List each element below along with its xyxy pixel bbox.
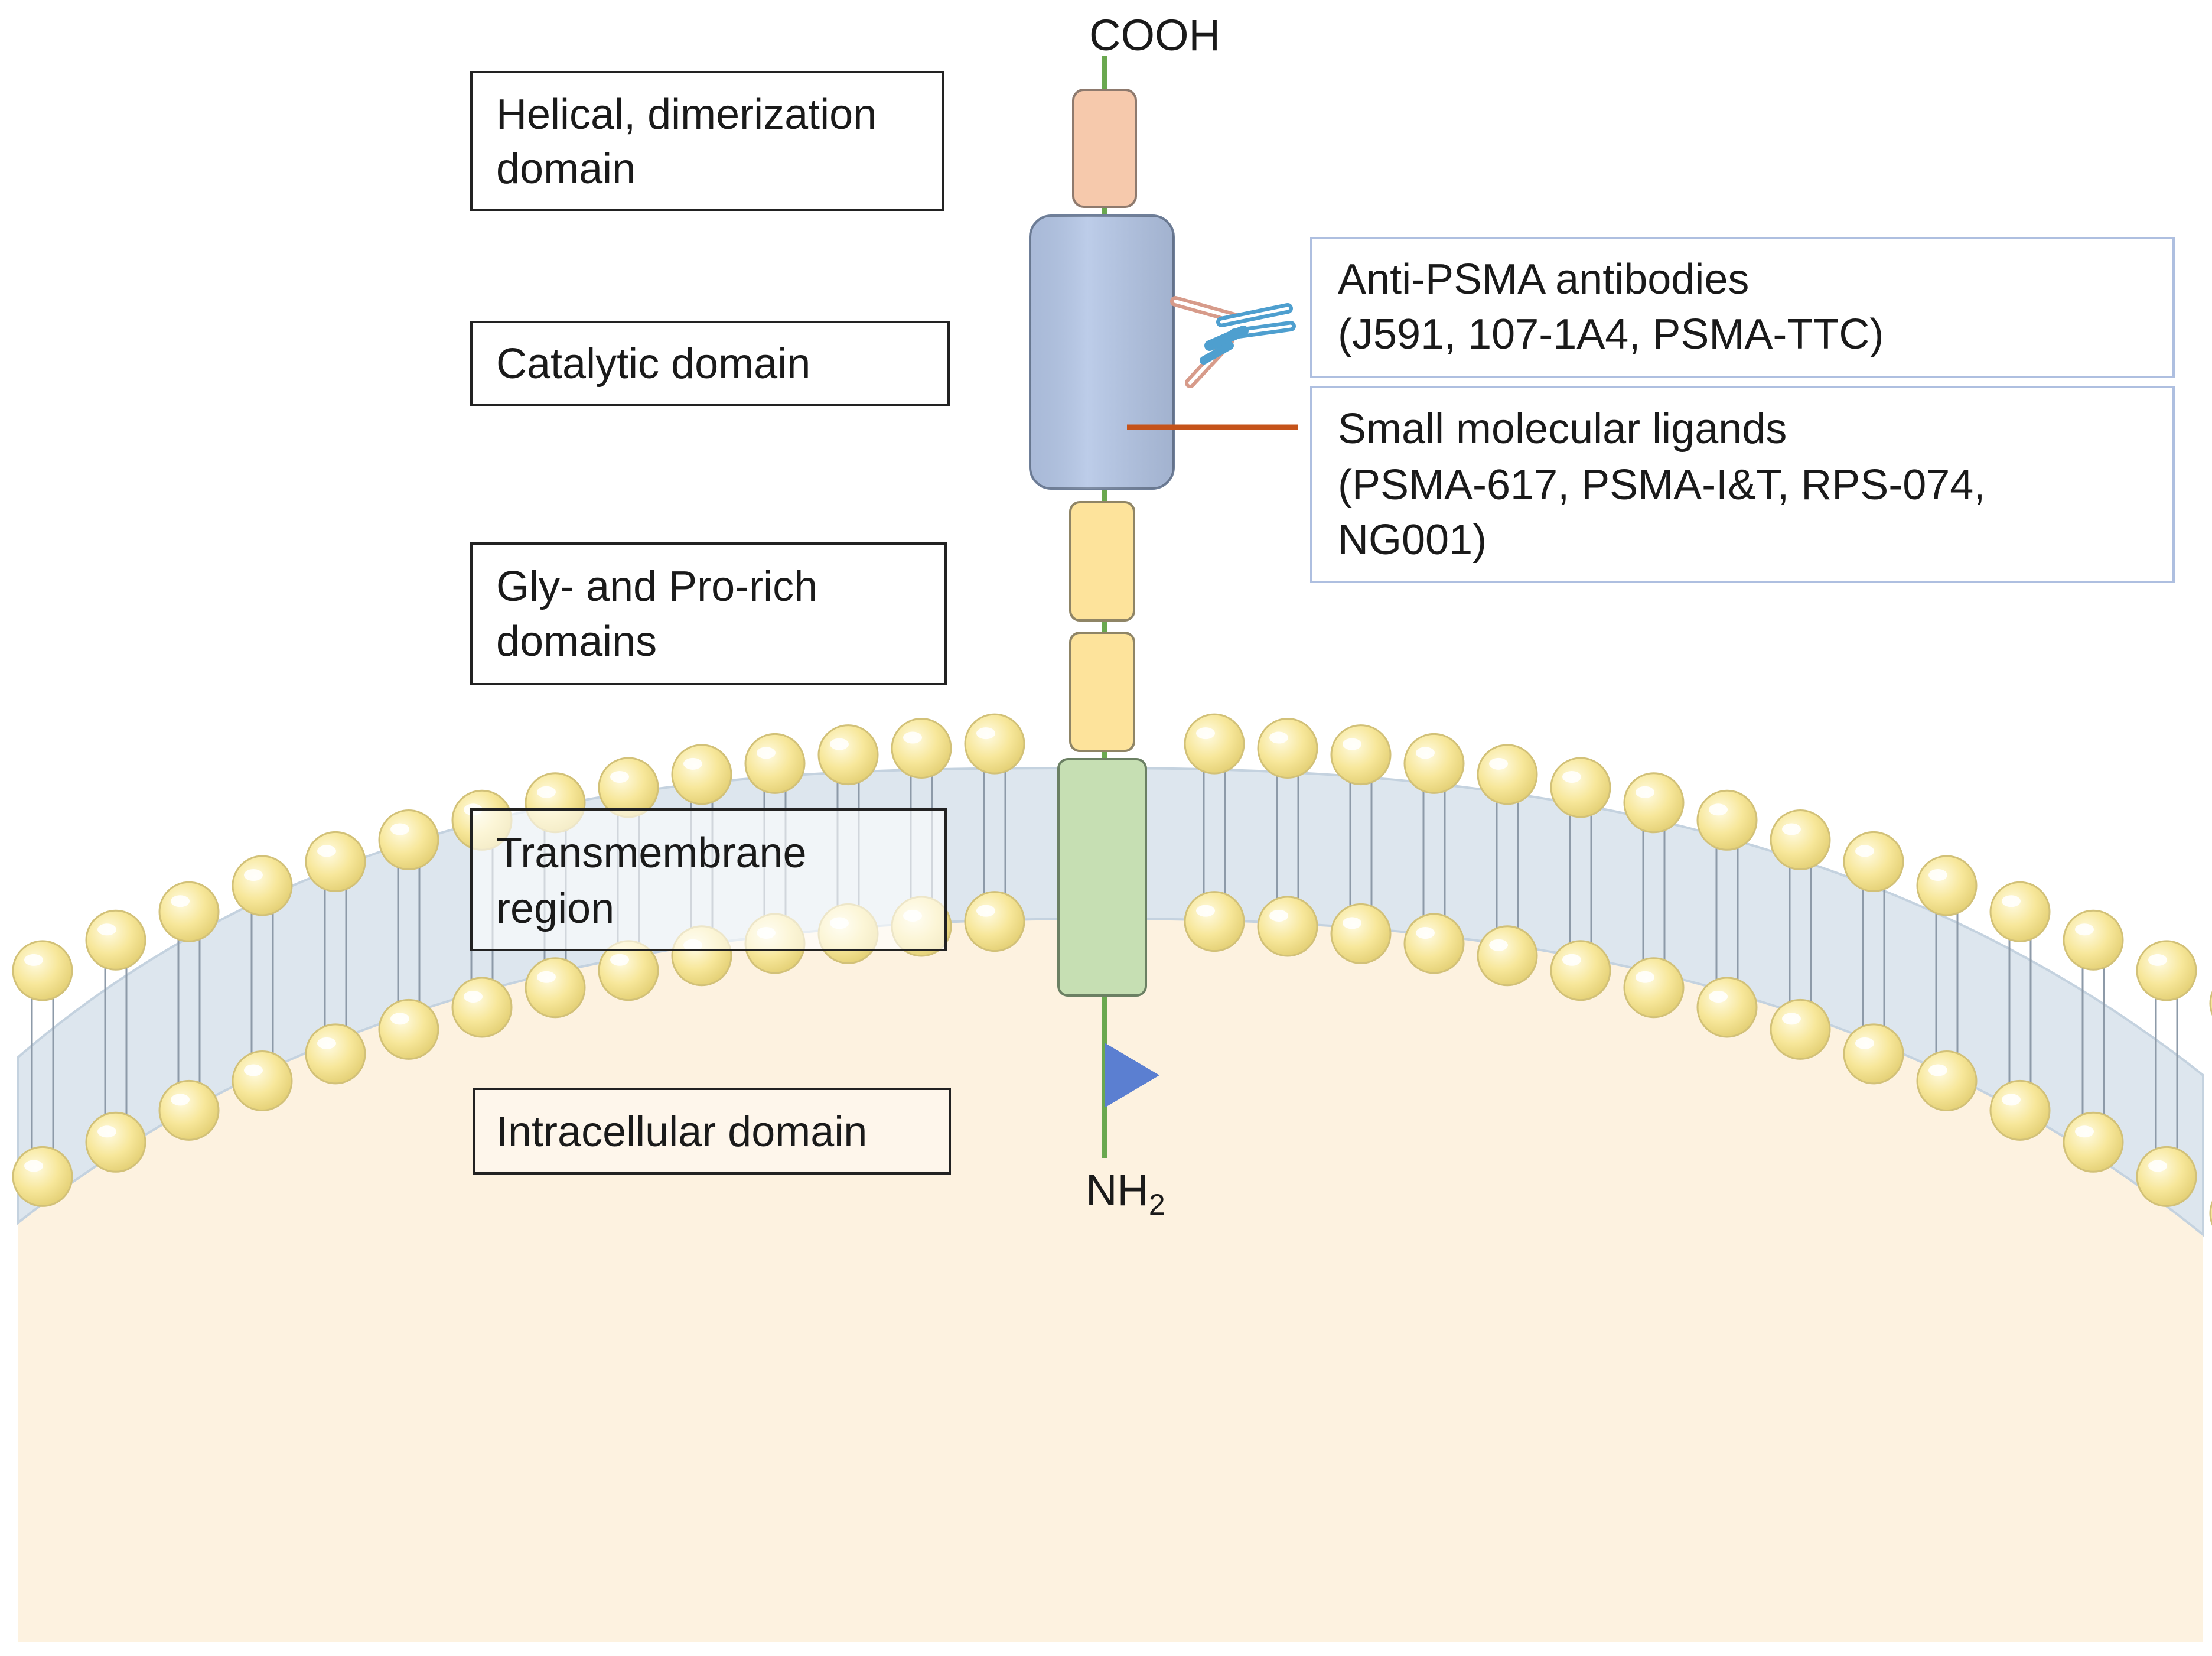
lipid-head: [451, 977, 513, 1038]
lipid-head: [1403, 913, 1465, 974]
cytoplasm: [18, 818, 2203, 1642]
helical-label-box: Helical, dimerization domain: [470, 71, 944, 211]
intracellular-label: Intracellular domain: [496, 1108, 867, 1156]
lipid-head: [1696, 977, 1758, 1038]
lipid-head: [964, 891, 1025, 952]
lipid-head: [305, 1023, 366, 1085]
lipid-head: [1550, 940, 1611, 1001]
catalytic-label-box: Catalytic domain: [470, 321, 950, 406]
lipid-head: [232, 1050, 293, 1112]
lipid-head: [598, 757, 659, 818]
transmembrane-label-box: Transmembrane region: [470, 808, 947, 951]
lipid-head: [525, 957, 586, 1019]
lipid-head: [1916, 855, 1978, 916]
antibodies-label-line2: (J591, 107-1A4, PSMA-TTC): [1338, 311, 1884, 358]
helical-label-line1: Helical, dimerization: [496, 91, 877, 138]
glypro-label-box: Gly- and Pro-rich domains: [470, 542, 947, 685]
lipid-head: [2136, 1146, 2197, 1207]
lipid-head: [671, 744, 732, 805]
nh2-subscript: 2: [1149, 1188, 1165, 1221]
lipid-head: [1989, 881, 2051, 942]
lipid-head: [964, 713, 1025, 775]
helical-label-line2: domain: [496, 145, 636, 193]
lipid-head: [1403, 733, 1465, 794]
lipid-head: [1623, 957, 1685, 1019]
lipid-head: [305, 831, 366, 892]
lipid-head: [1623, 772, 1685, 834]
lipid-head: [1184, 891, 1245, 952]
intracellular-label-box: Intracellular domain: [473, 1088, 951, 1175]
lipid-head: [1916, 1050, 1978, 1112]
lipid-head: [1477, 744, 1538, 805]
lipid-head: [1770, 998, 1831, 1060]
antibody-icon: [1170, 296, 1296, 388]
ligands-label-line1: Small molecular ligands: [1338, 405, 1787, 453]
glypro-label-line2: domains: [496, 618, 657, 665]
inner-leaflet-heads: [12, 891, 2212, 1226]
lipid-head: [158, 1079, 220, 1141]
transmembrane-domain: [1057, 758, 1147, 997]
lipid-head: [2209, 991, 2212, 1016]
lipid-head: [85, 1111, 146, 1173]
lipid-head: [2136, 940, 2197, 1001]
transmembrane-label-line2: region: [496, 885, 614, 932]
lipid-head: [1989, 1079, 2051, 1141]
lipid-head: [1770, 809, 1831, 871]
lipid-head: [158, 881, 220, 942]
antibodies-label-line1: Anti-PSMA antibodies: [1338, 256, 1749, 303]
lipid-head: [598, 940, 659, 1001]
lipid-head: [1843, 1023, 1904, 1085]
lipid-head: [817, 724, 879, 786]
outer-leaflet-heads: [12, 713, 2212, 1016]
lipid-head: [1550, 757, 1611, 818]
lipid-head: [1257, 896, 1318, 957]
transmembrane-label-line1: Transmembrane: [496, 829, 807, 877]
ligands-callout-box: Small molecular ligands (PSMA-617, PSMA-…: [1310, 386, 2175, 583]
ligands-label-line2: (PSMA-617, PSMA-I&T, RPS-074,: [1338, 461, 1985, 509]
lipid-head: [1330, 903, 1392, 964]
intracellular-marker-triangle: [1105, 1043, 1159, 1108]
helical-dimerization-domain: [1072, 89, 1137, 208]
lipid-head: [1696, 789, 1758, 851]
ligands-label-line3: NG001): [1338, 516, 1487, 564]
catalytic-label: Catalytic domain: [496, 340, 810, 388]
lipid-head: [378, 998, 439, 1060]
glypro-label-line1: Gly- and Pro-rich: [496, 563, 817, 610]
lipid-head: [12, 1146, 73, 1207]
lipid-head: [1477, 925, 1538, 987]
lipid-head: [1257, 718, 1318, 779]
lipid-head: [744, 733, 806, 794]
pro-rich-domain: [1069, 632, 1135, 752]
lipid-head: [2209, 1200, 2212, 1226]
nh2-base: NH: [1086, 1166, 1149, 1215]
gly-rich-domain: [1069, 501, 1135, 622]
lipid-head: [1330, 724, 1392, 786]
antibodies-callout-box: Anti-PSMA antibodies (J591, 107-1A4, PSM…: [1310, 237, 2175, 378]
lipid-head: [891, 718, 952, 779]
nh2-terminal-label: NH2: [1086, 1166, 1165, 1221]
lipid-head: [232, 855, 293, 916]
lipid-head: [2063, 1111, 2124, 1173]
lipid-head: [1843, 831, 1904, 892]
lipid-head: [378, 809, 439, 871]
lipid-head: [2063, 909, 2124, 971]
lipid-head: [85, 909, 146, 971]
lipid-head: [12, 940, 73, 1001]
lipid-head: [1184, 713, 1245, 775]
cooh-terminal-label: COOH: [1089, 11, 1220, 60]
